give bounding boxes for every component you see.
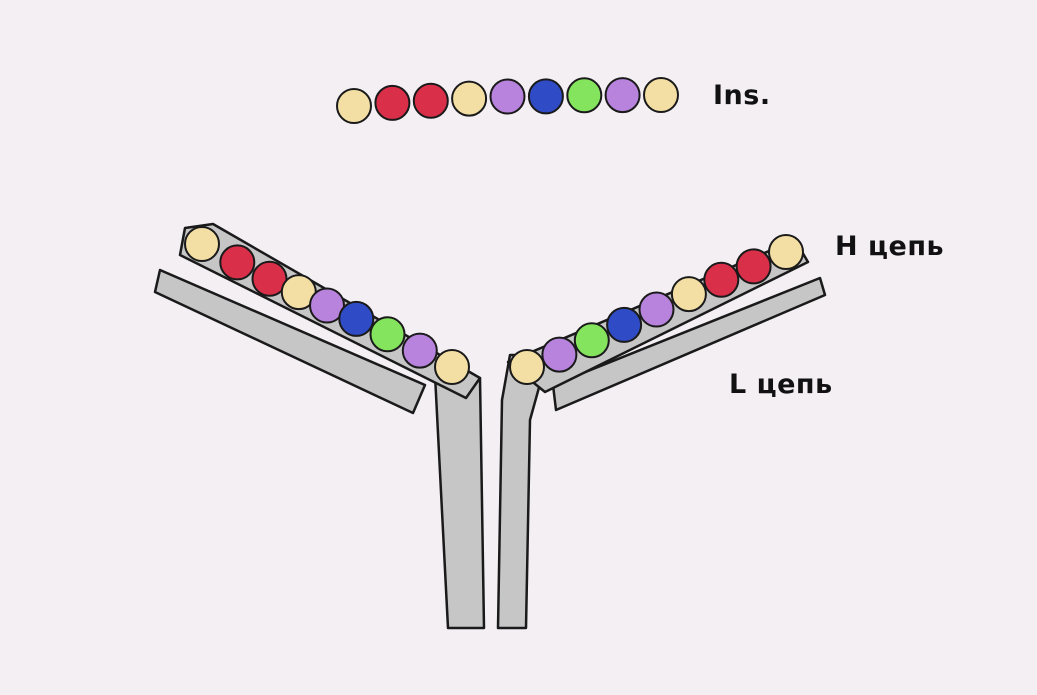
l-chain-label: L цепь [729,369,833,400]
blue-bead [527,78,564,115]
blue-bead [606,306,643,343]
yellow-bead [451,80,488,117]
blue-bead [338,300,375,337]
purple-bead [604,77,641,114]
purple-bead [309,287,345,324]
yellow-bead [336,88,372,124]
yellow-bead [184,226,220,262]
left-heavy-chain [178,222,486,630]
red-bead [219,244,256,281]
red-bead [412,82,449,119]
yellow-bead [670,276,707,313]
red-bead [374,84,411,121]
right-heavy-chain-beads [509,234,804,385]
left-heavy-chain-beads [184,226,470,385]
purple-bead [541,336,578,373]
right-light-chain [551,276,827,412]
green-bead [566,77,603,114]
purple-bead [489,78,526,115]
purple-bead [638,291,675,328]
yellow-bead [643,77,679,113]
yellow-bead [768,234,804,270]
h-chain-label: H цепь [835,231,945,262]
red-bead [703,261,740,298]
insert-label: Ins. [713,80,771,111]
green-bead [573,322,610,359]
insert-peptide-chain [336,77,679,124]
red-bead [735,248,772,285]
yellow-bead [509,349,545,385]
yellow-bead [434,349,470,385]
left-light-chain [153,268,427,415]
red-bead [251,260,288,297]
purple-bead [401,332,438,369]
green-bead [369,316,406,353]
